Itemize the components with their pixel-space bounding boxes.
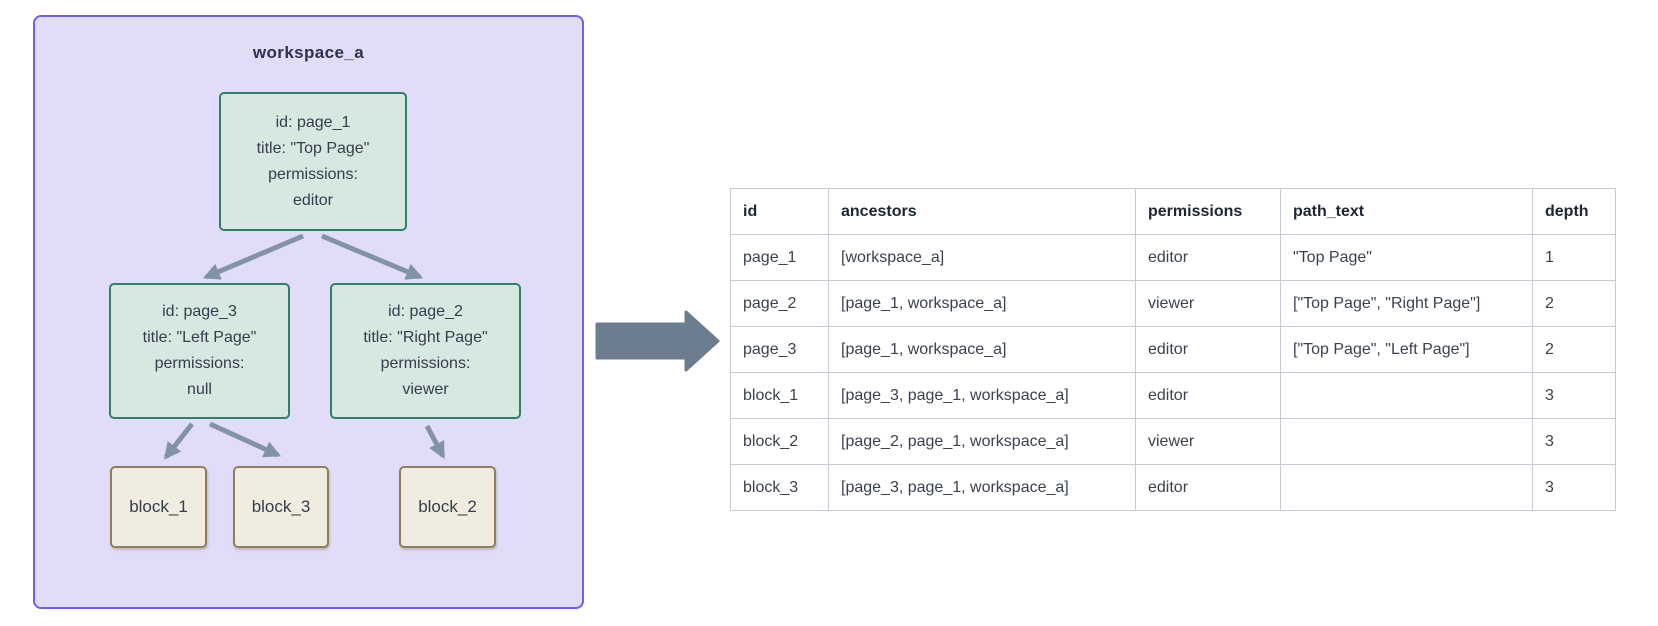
table-cell: 2	[1532, 280, 1616, 327]
node-line: title: "Left Page"	[142, 329, 257, 346]
table-cell: "Top Page"	[1280, 234, 1533, 281]
table-cell: viewer	[1135, 280, 1281, 327]
table-cell: 3	[1532, 372, 1616, 419]
column-header-id: id	[730, 188, 829, 235]
node-label: block_3	[251, 497, 311, 516]
node-line: title: "Right Page"	[363, 329, 488, 346]
table-cell: page_1	[730, 234, 829, 281]
table-row: block_3 [page_3, page_1, workspace_a] ed…	[730, 464, 1616, 511]
table-cell: editor	[1135, 372, 1281, 419]
table-cell: [page_2, page_1, workspace_a]	[828, 418, 1136, 465]
node-line: null	[187, 381, 212, 398]
column-header-ancestors: ancestors	[828, 188, 1136, 235]
node-label: block_1	[129, 497, 188, 516]
table-cell: [page_1, workspace_a]	[828, 280, 1136, 327]
node-line: id: page_1	[275, 113, 351, 131]
table-row: page_1 [workspace_a] editor "Top Page" 1	[730, 234, 1616, 281]
node-line: permissions:	[380, 355, 471, 372]
table-cell	[1280, 418, 1533, 465]
node-label: block_2	[418, 497, 477, 516]
node-line: id: page_3	[162, 303, 237, 320]
table-cell: ["Top Page", "Left Page"]	[1280, 326, 1533, 373]
table-cell: block_2	[730, 418, 829, 465]
table-cell: editor	[1135, 464, 1281, 511]
table-row: page_3 [page_1, workspace_a] editor ["To…	[730, 326, 1616, 373]
node-block-3: block_3	[233, 466, 329, 548]
table-cell: [page_1, workspace_a]	[828, 326, 1136, 373]
table-cell: editor	[1135, 234, 1281, 281]
workspace-label: workspace_a	[252, 43, 365, 62]
column-header-depth: depth	[1532, 188, 1616, 235]
table-cell: 3	[1532, 418, 1616, 465]
node-block-1: block_1	[110, 466, 207, 548]
node-line: id: page_2	[388, 303, 463, 320]
table-cell	[1280, 372, 1533, 419]
table-header-row: id ancestors permissions path_text depth	[730, 188, 1616, 235]
right-arrow-icon	[595, 310, 720, 372]
column-header-path-text: path_text	[1280, 188, 1533, 235]
table-row: page_2 [page_1, workspace_a] viewer ["To…	[730, 280, 1616, 327]
table-cell	[1280, 464, 1533, 511]
table-cell: block_3	[730, 464, 829, 511]
table-cell: [page_3, page_1, workspace_a]	[828, 372, 1136, 419]
node-line: permissions:	[154, 355, 245, 372]
table-cell: viewer	[1135, 418, 1281, 465]
table-cell: [page_3, page_1, workspace_a]	[828, 464, 1136, 511]
table-cell: 2	[1532, 326, 1616, 373]
result-table: id ancestors permissions path_text depth…	[730, 188, 1616, 511]
table-cell: page_3	[730, 326, 829, 373]
node-line: editor	[292, 191, 334, 209]
table-cell: [workspace_a]	[828, 234, 1136, 281]
table-row: block_2 [page_2, page_1, workspace_a] vi…	[730, 418, 1616, 465]
node-page-2: id: page_2 title: "Right Page" permissio…	[330, 283, 521, 419]
node-page-1: id: page_1 title: "Top Page" permissions…	[219, 92, 407, 231]
column-header-permissions: permissions	[1135, 188, 1281, 235]
table-cell: 3	[1532, 464, 1616, 511]
table-cell: ["Top Page", "Right Page"]	[1280, 280, 1533, 327]
table-cell: editor	[1135, 326, 1281, 373]
node-line: title: "Top Page"	[256, 139, 370, 157]
node-block-2: block_2	[399, 466, 496, 548]
table-row: block_1 [page_3, page_1, workspace_a] ed…	[730, 372, 1616, 419]
node-line: permissions:	[268, 165, 358, 183]
table-cell: 1	[1532, 234, 1616, 281]
table-cell: page_2	[730, 280, 829, 327]
node-line: viewer	[402, 381, 449, 398]
table-cell: block_1	[730, 372, 829, 419]
node-page-3: id: page_3 title: "Left Page" permission…	[109, 283, 290, 419]
